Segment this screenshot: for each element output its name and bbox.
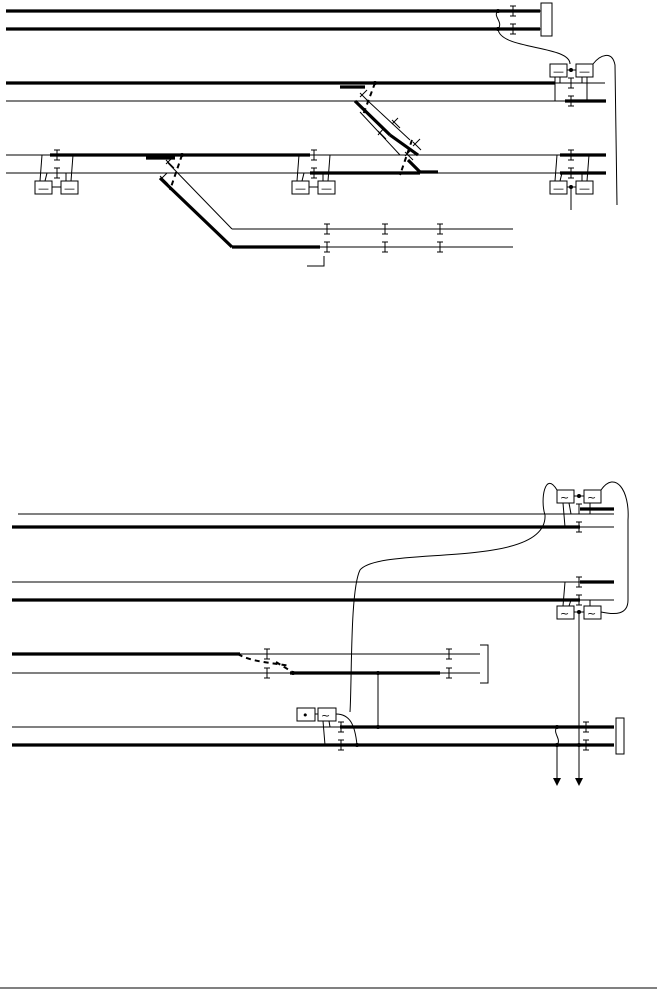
buffer-stop-icon bbox=[615, 717, 625, 755]
insulating-joint-icon bbox=[510, 5, 516, 17]
arrow-down-icon bbox=[575, 778, 583, 786]
svg-text:—: — bbox=[295, 182, 306, 195]
svg-text:•: • bbox=[302, 709, 309, 722]
svg-text:—: — bbox=[38, 182, 49, 195]
svg-text:—: — bbox=[579, 65, 590, 78]
buffer-stop-icon bbox=[480, 644, 489, 684]
rail-connector-box-icon: — bbox=[549, 180, 568, 195]
rail-connector-box-icon: — bbox=[317, 180, 336, 195]
rail-connector-box-icon: ~ bbox=[583, 489, 602, 504]
svg-text:—: — bbox=[579, 182, 590, 195]
svg-text:~: ~ bbox=[587, 607, 596, 620]
rail-connector-box-icon: ~ bbox=[556, 489, 575, 504]
rail-connector-box-icon: ~ bbox=[556, 605, 575, 620]
rail-connector-box-icon: — bbox=[575, 63, 594, 78]
rail-connector-box-icon: ~ bbox=[583, 605, 602, 620]
insulating-joint-icon bbox=[568, 77, 574, 89]
rail-connector-box-icon: • bbox=[296, 707, 316, 722]
svg-text:—: — bbox=[321, 182, 332, 195]
svg-text:—: — bbox=[64, 182, 75, 195]
rail-connector-box-icon: — bbox=[60, 180, 79, 195]
svg-text:—: — bbox=[553, 65, 564, 78]
top-diagram: — — bbox=[6, 2, 618, 267]
rail-connector-box-icon: ~ bbox=[317, 707, 337, 722]
rail-connector-box-icon: — bbox=[34, 180, 53, 195]
svg-text:~: ~ bbox=[587, 491, 596, 504]
bottom-diagram: ~ ~ ~ bbox=[12, 481, 629, 786]
arrow-down-icon bbox=[553, 778, 561, 786]
svg-text:~: ~ bbox=[321, 709, 330, 722]
svg-text:~: ~ bbox=[560, 607, 569, 620]
svg-text:~: ~ bbox=[560, 491, 569, 504]
svg-text:—: — bbox=[553, 182, 564, 195]
rail-connector-box-icon: — bbox=[549, 63, 568, 78]
rail-connector-box-icon: — bbox=[291, 180, 310, 195]
rail-connector-box-icon: — bbox=[575, 180, 594, 195]
insulating-joint-icon bbox=[568, 95, 574, 107]
buffer-stop-icon bbox=[540, 2, 553, 37]
insulating-joint-icon bbox=[510, 23, 516, 35]
